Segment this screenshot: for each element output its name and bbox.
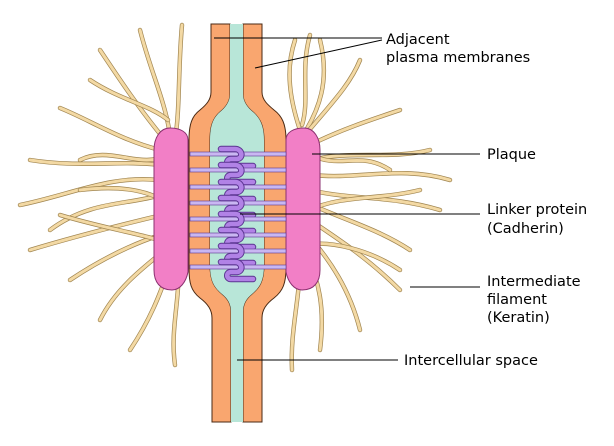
label-membranes: Adjacent plasma membranes bbox=[386, 32, 530, 66]
cadherin-molecule-icon-7 bbox=[218, 259, 256, 282]
label-filament-line-2: filament bbox=[487, 292, 547, 308]
filament-strand-20 bbox=[310, 171, 452, 182]
label-membranes-line-1: Adjacent bbox=[386, 32, 450, 48]
filament-strand-2 bbox=[138, 28, 172, 137]
label-filament-line-3: (Keratin) bbox=[487, 310, 550, 326]
label-space-line-1: Intercellular space bbox=[404, 353, 538, 369]
labels: Adjacent plasma membranes Plaque Linker … bbox=[386, 32, 592, 369]
label-filament: Intermediate filament (Keratin) bbox=[487, 274, 585, 326]
label-space: Intercellular space bbox=[404, 353, 538, 369]
plaques bbox=[153, 127, 321, 291]
filament-strand-19 bbox=[310, 148, 432, 162]
filament-strand-31 bbox=[288, 38, 302, 132]
cadherin-linkers bbox=[189, 145, 287, 283]
label-plaque-line-1: Plaque bbox=[487, 147, 536, 163]
intermediate-filaments bbox=[17, 22, 453, 373]
filament-strand-22 bbox=[310, 203, 412, 252]
filament-strand-1 bbox=[98, 48, 167, 142]
label-linker-line-2: (Cadherin) bbox=[487, 221, 564, 237]
plaque-right bbox=[285, 127, 321, 291]
filament-strand-7 bbox=[28, 213, 164, 252]
label-linker: Linker protein (Cadherin) bbox=[487, 202, 592, 237]
label-filament-line-1: Intermediate bbox=[487, 274, 581, 290]
label-linker-line-1: Linker protein bbox=[487, 202, 587, 218]
filament-strand-0 bbox=[58, 106, 162, 152]
plaque-left bbox=[153, 127, 189, 291]
leader-lines bbox=[214, 37, 480, 361]
filament-strand-4 bbox=[28, 158, 162, 167]
filament-strand-17 bbox=[303, 58, 362, 137]
filament-strand-6 bbox=[48, 193, 162, 232]
filament-strand-30 bbox=[300, 33, 312, 127]
filament-strand-outline-8 bbox=[67, 232, 163, 283]
leader-membrane-right bbox=[254, 39, 383, 69]
label-membranes-line-2: plasma membranes bbox=[386, 50, 530, 66]
filament-strand-15 bbox=[88, 78, 170, 122]
label-plaque: Plaque bbox=[487, 147, 536, 163]
